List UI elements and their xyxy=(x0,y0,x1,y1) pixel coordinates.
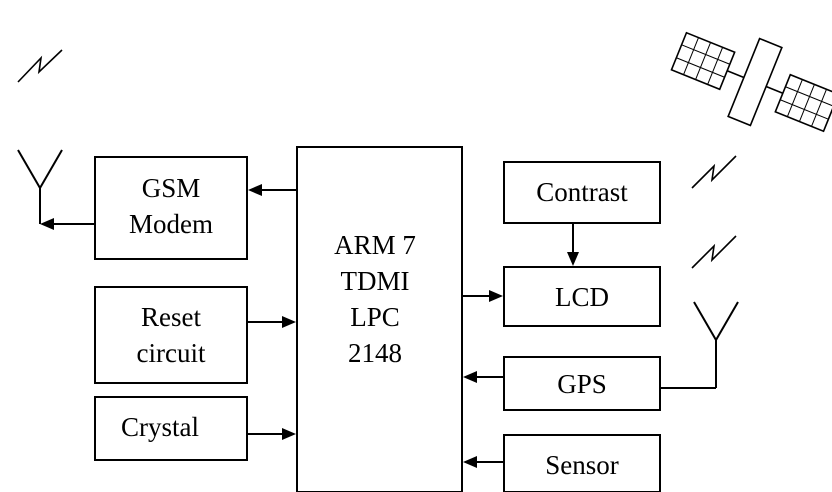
satellite-icon xyxy=(670,31,832,133)
processor-to-modem-arrow xyxy=(248,184,297,196)
modem-to-antenna-arrow xyxy=(40,218,95,230)
crystal-label: Crystal xyxy=(121,412,199,442)
processor-label-line1: ARM 7 xyxy=(334,230,416,260)
gsm-modem-label-line1: GSM xyxy=(142,173,201,203)
crystal-to-processor-arrow xyxy=(247,428,296,440)
lcd-label: LCD xyxy=(555,282,609,312)
antenna-icon xyxy=(17,149,63,224)
reset-circuit-block xyxy=(94,286,248,384)
processor-label-line2: TDMI xyxy=(341,266,410,296)
wireless-signal-icon xyxy=(17,49,63,83)
processor-label-line3: LPC xyxy=(350,302,400,332)
reset-to-processor-arrow xyxy=(247,316,296,328)
contrast-label: Contrast xyxy=(536,177,628,207)
antenna-icon xyxy=(660,301,739,389)
wireless-signal-icon xyxy=(691,235,737,269)
reset-label-line1: Reset xyxy=(141,302,201,332)
sensor-to-processor-arrow xyxy=(463,456,504,468)
processor-block xyxy=(296,146,463,492)
lcd-block xyxy=(503,266,661,327)
gsm-modem-label-line2: Modem xyxy=(129,209,213,239)
wireless-signal-icon xyxy=(691,155,737,189)
processor-label-line4: 2148 xyxy=(348,338,402,368)
gps-label: GPS xyxy=(557,369,607,399)
crystal-block xyxy=(94,396,248,461)
gsm-modem-block xyxy=(94,156,248,260)
reset-label-line2: circuit xyxy=(137,338,206,368)
contrast-to-lcd-arrow xyxy=(567,223,579,266)
gps-block xyxy=(503,356,661,411)
contrast-block xyxy=(503,161,661,224)
sensor-label: Sensor xyxy=(545,450,619,480)
gps-to-processor-arrow xyxy=(463,371,504,383)
sensor-block xyxy=(503,434,661,492)
processor-to-lcd-arrow xyxy=(462,290,503,302)
